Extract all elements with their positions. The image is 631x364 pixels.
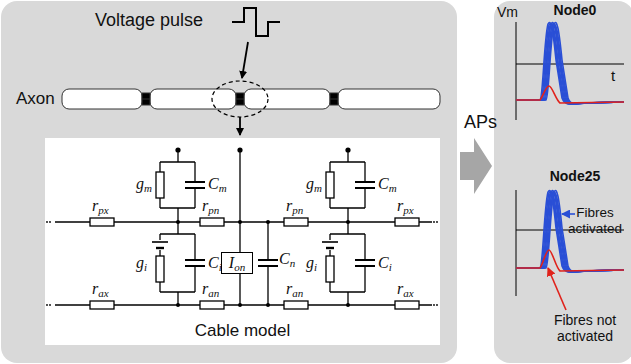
trace (516, 23, 624, 104)
resistance-label: rax (397, 280, 414, 298)
plot-node0: Node0 (532, 2, 618, 22)
cable-circuit (55, 150, 432, 305)
trace (516, 86, 624, 103)
conductance-label: gi (306, 254, 317, 272)
pulse-label: Voltage pulse (95, 10, 203, 31)
junction-dots (46, 147, 438, 307)
plot-axes (516, 22, 624, 296)
resistance-label: rax (92, 280, 109, 298)
node-text: Node25 (532, 168, 618, 185)
conductance-label: gi (136, 254, 147, 272)
pulse-symbol (232, 8, 280, 36)
node-text: Ion (222, 253, 252, 272)
capacitance-label: Cm (208, 175, 227, 193)
capacitance-label: Cm (378, 175, 397, 193)
axis-label: t (611, 67, 615, 84)
trace (516, 23, 624, 104)
resistance-label: rpx (92, 197, 109, 215)
capacitance-label: Ci (208, 254, 222, 272)
ion-channel-box: Ion (221, 252, 253, 274)
capacitance-label: Cn (279, 250, 295, 268)
circuit-parts (90, 172, 419, 309)
not-activated-pointer (548, 268, 566, 310)
stimulus-arrow (242, 42, 248, 78)
annotation: Fibres activated (563, 205, 627, 236)
arrow-label: APs (464, 112, 497, 133)
conductance-label: gm (306, 175, 322, 193)
zoom-arrow (239, 117, 241, 135)
trace (516, 24, 624, 104)
resistance-label: ran (286, 280, 303, 298)
conductance-label: gm (136, 175, 152, 193)
resistance-label: rpn (286, 197, 303, 215)
right-panel (494, 1, 631, 363)
cable-model-box: Cable model Ion (42, 138, 443, 345)
left-panel (1, 1, 457, 363)
trace (516, 250, 624, 271)
resistance-label: rpn (202, 197, 219, 215)
trace (516, 23, 624, 104)
capacitance-label: Ci (378, 254, 392, 272)
activated-pointer (562, 213, 575, 215)
annotation: Fibres not activated (543, 312, 627, 344)
zoom-ellipse (212, 81, 268, 117)
resistance-label: rpx (397, 197, 414, 215)
trace (516, 25, 624, 104)
axon-figure (62, 89, 440, 109)
cable-model-ground (45, 138, 440, 345)
aps-block-arrow (460, 138, 492, 194)
node-text: Cable model (42, 321, 443, 341)
trace (516, 25, 624, 104)
axon-label: Axon (16, 89, 55, 109)
plot-node25: Node25 (532, 168, 618, 188)
resistance-label: ran (202, 280, 219, 298)
trace (516, 24, 624, 104)
axis-label: Vm (497, 4, 518, 20)
node-text: Node0 (532, 2, 618, 19)
